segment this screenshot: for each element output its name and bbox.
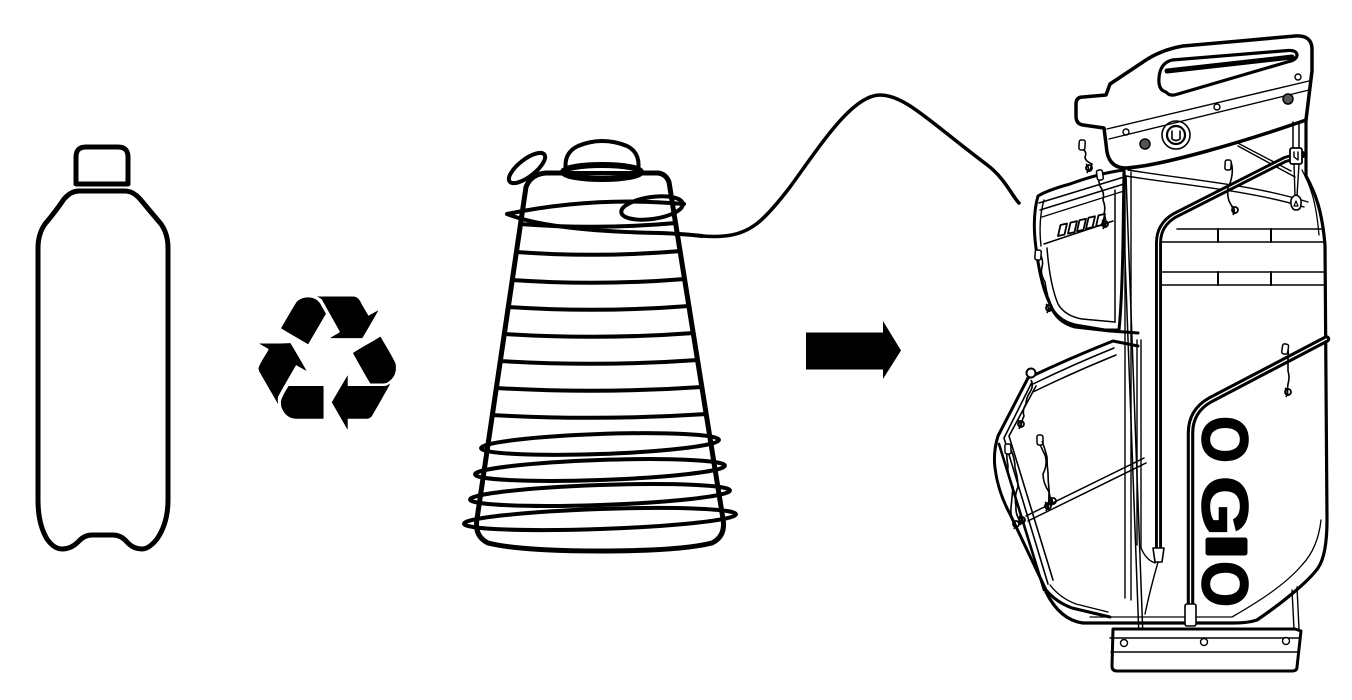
svg-text:O: O bbox=[1189, 561, 1262, 607]
svg-text:O: O bbox=[1189, 416, 1262, 463]
svg-text:G: G bbox=[1189, 476, 1262, 536]
